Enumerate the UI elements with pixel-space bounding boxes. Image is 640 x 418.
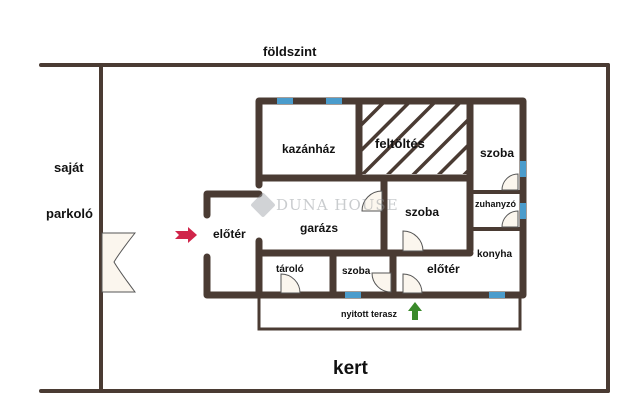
filled-area-hatch — [362, 104, 470, 174]
room-label-room-top-right: szoba — [480, 146, 515, 160]
windows — [277, 98, 526, 298]
window-icon — [489, 292, 505, 298]
room-label-kitchen: konyha — [477, 249, 513, 260]
room-label-garage: garázs — [300, 221, 339, 235]
room-label-entry-hall-left: előtér — [213, 227, 246, 241]
door-icon — [501, 210, 519, 228]
watermark-text: DUNA HOUSE — [276, 196, 399, 214]
room-label-boiler-room: kazánház — [282, 142, 336, 156]
parking-label-line1: saját — [54, 160, 84, 175]
door-icon — [402, 273, 423, 294]
parking-gate-icon — [101, 232, 137, 293]
door-icon — [501, 173, 519, 191]
room-label-open-terrace: nyitott terasz — [341, 309, 398, 319]
window-icon — [520, 203, 526, 219]
room-label-room-bottom: szoba — [342, 266, 371, 277]
entry-arrow-icon — [175, 227, 197, 243]
window-icon — [345, 292, 361, 298]
door-icon — [280, 273, 301, 294]
room-label-entry-hall-bottom: előtér — [427, 262, 460, 276]
room-label-shower: zuhanyzó — [475, 199, 517, 209]
door-icon — [371, 272, 392, 293]
terrace-outline — [257, 295, 522, 331]
door-icon — [361, 190, 383, 212]
window-icon — [520, 161, 526, 177]
window-icon — [277, 98, 293, 104]
watermark: DUNA HOUSE — [250, 192, 399, 218]
terrace-entry-arrow-icon — [408, 302, 422, 320]
room-label-filled-area: feltöltés — [375, 136, 425, 151]
room-label-storage: tároló — [276, 264, 304, 275]
property-boundary — [39, 63, 610, 393]
room-label-room-middle: szoba — [405, 205, 440, 219]
parking-label-line2: parkoló — [46, 206, 93, 221]
floor-title: földszint — [263, 44, 317, 59]
door-icon — [402, 230, 424, 252]
doors — [280, 173, 519, 294]
window-icon — [326, 98, 342, 104]
building-walls — [203, 97, 527, 299]
duna-house-logo-icon — [250, 192, 276, 218]
garden-label: kert — [333, 358, 368, 379]
